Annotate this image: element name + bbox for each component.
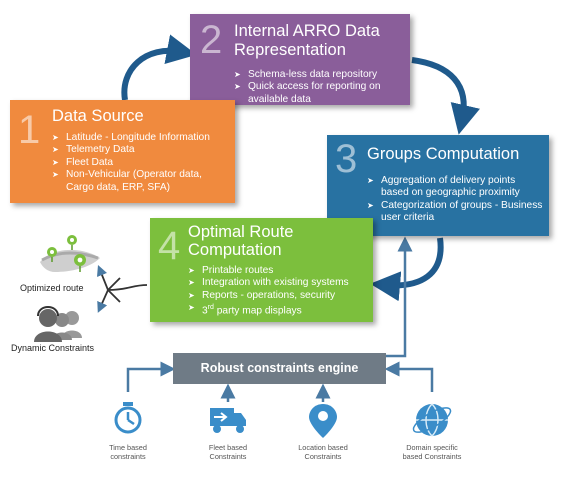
stage-2-box: 2 Internal ARRO Data Representation Sche… [190, 14, 410, 105]
bullet-item: Categorization of groups - Business user… [367, 200, 545, 225]
stage-number: 1 [18, 108, 41, 152]
constraint-label: Location based Constraints [298, 443, 348, 461]
bullet-item: Non-Vehicular (Operator data, Cargo data… [52, 169, 230, 194]
arrow-2-to-3 [411, 57, 480, 135]
arrow-1-to-2 [121, 34, 197, 101]
constraint-label: Fleet based Constraints [208, 443, 248, 461]
dynamic-constraints-label: Dynamic Constraints [11, 343, 95, 353]
constraint-label: Domain specific based Constraints [402, 443, 462, 461]
constraints-engine-box: Robust constraints engine [173, 353, 386, 384]
stage-number: 4 [158, 224, 181, 268]
stage-title-line: Computation [188, 241, 282, 259]
stage-title-line: Internal ARRO Data [234, 22, 380, 40]
arrow-3-to-4 [370, 237, 444, 302]
stage-title-line: Optimal Route [188, 223, 294, 241]
stage-1-box: 1 Data Source Latitude - Longitude Infor… [10, 100, 235, 203]
stage-number: 2 [200, 18, 223, 62]
bullet-item: Fleet Data [52, 157, 230, 170]
stage-title-line: Groups Computation [367, 145, 520, 163]
optimized-route-label: Optimized route [20, 283, 84, 293]
bullet-item: Integration with existing systems [188, 277, 368, 290]
stage-title-line: Data Source [52, 107, 144, 125]
output-split-arrows [107, 277, 148, 303]
bullet-item: Schema-less data repository [234, 69, 404, 82]
bullet-item: Latitude - Longitude Information [52, 132, 230, 145]
bullet-item: Telemetry Data [52, 144, 230, 157]
domain-to-engine-connector [384, 361, 434, 392]
stage-title-line: Representation [234, 41, 346, 59]
bullet-item: Quick access for reporting on available … [234, 81, 404, 106]
engine-to-box3-connector [386, 236, 413, 358]
bullet-item: 3rd party map displays [188, 302, 368, 318]
bullet-item: Reports - operations, security [188, 290, 368, 303]
stage-number: 3 [335, 137, 358, 181]
bullet-item: Printable routes [188, 265, 368, 278]
time-to-engine-connector [126, 361, 176, 392]
stage-4-box: 4 Optimal Route Computation Printable ro… [150, 218, 373, 322]
bullet-item: Aggregation of delivery points based on … [367, 175, 545, 200]
constraint-label: Time based constraints [109, 443, 147, 461]
